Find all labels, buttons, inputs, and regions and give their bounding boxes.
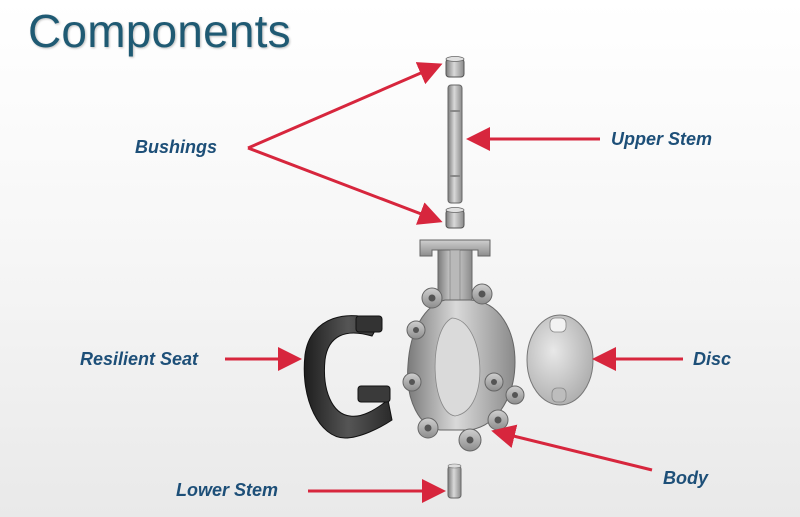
valve-body: [402, 239, 525, 452]
page-title: Components: [28, 5, 291, 57]
label-resilient-seat: Resilient Seat: [80, 349, 199, 369]
label-upper-stem: Upper Stem: [611, 129, 713, 149]
upper-stem: [447, 84, 463, 204]
label-disc: Disc: [693, 349, 732, 369]
label-body: Body: [663, 468, 708, 488]
arrow-body: [491, 424, 653, 472]
upper-bushing: [445, 56, 465, 78]
disc: [526, 314, 594, 406]
arrows: [225, 62, 683, 503]
arrow-bushings-upper: [247, 62, 443, 150]
resilient-seat: [303, 315, 393, 439]
label-bushings: Bushings: [135, 137, 218, 157]
arrow-bushings-lower: [247, 146, 443, 225]
lower-stem: [447, 463, 462, 499]
lower-bushing: [445, 207, 465, 229]
label-lower-stem: Lower Stem: [176, 480, 279, 500]
